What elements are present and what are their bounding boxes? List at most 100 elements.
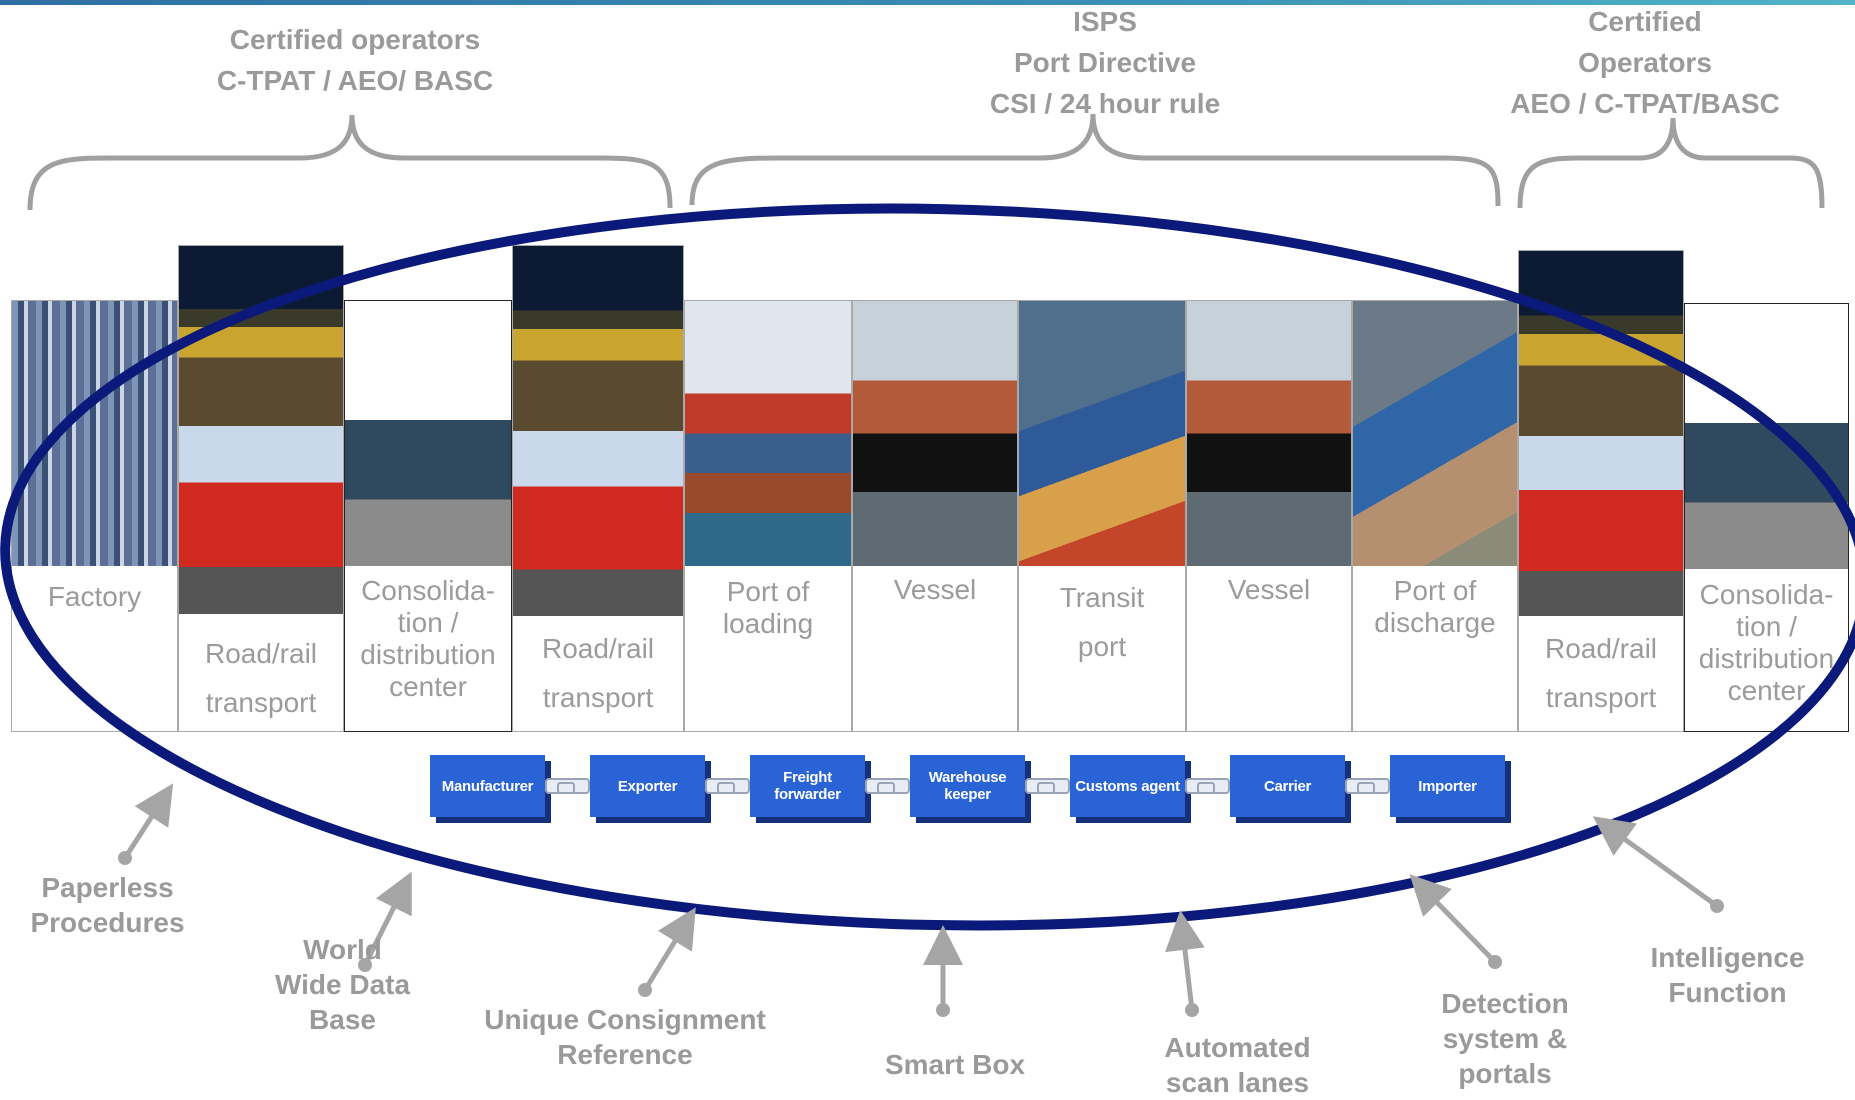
stage-road-rail-2: Road/rail transport bbox=[512, 245, 684, 732]
consolidation-1-line-2: tion / bbox=[397, 607, 459, 638]
arrow-worldwide-dot bbox=[358, 958, 372, 972]
arrow-scan-lanes-dot bbox=[1185, 1003, 1199, 1017]
container-ship-photo-1 bbox=[853, 301, 1017, 566]
header-middle-line-2: Port Directive bbox=[1013, 47, 1197, 78]
consolidation-1-line-4: center bbox=[389, 671, 467, 702]
header-right-line-1: Certified bbox=[1588, 6, 1702, 37]
truck-photo-2 bbox=[513, 431, 683, 616]
detection-line-3: portals bbox=[1458, 1058, 1552, 1089]
arrow-smart-box-dot bbox=[936, 1003, 950, 1017]
factory-photo bbox=[12, 301, 177, 566]
chain-customs-agent: Customs agent bbox=[1070, 755, 1185, 817]
consolidation-label-2: Consolida- tion / distribution center bbox=[1685, 579, 1848, 707]
port-loading-line-2: loading bbox=[722, 608, 814, 639]
transit-line-1: Transit bbox=[1059, 582, 1145, 613]
intelligence-line-2: Function bbox=[1668, 977, 1787, 1008]
port-of-discharge-label: Port of discharge bbox=[1353, 575, 1517, 639]
chain-importer: Importer bbox=[1390, 755, 1505, 817]
consolidation-label-1: Consolida- tion / distribution center bbox=[345, 575, 511, 703]
smart-box-line-1: Smart Box bbox=[884, 1049, 1026, 1080]
arrow-worldwide bbox=[362, 871, 412, 967]
intelligence-line-1: Intelligence bbox=[1650, 942, 1805, 973]
arrow-ucr bbox=[642, 907, 696, 992]
consolidation-2-line-3: distribution bbox=[1698, 643, 1835, 674]
label-world-wide-data-base: World Wide Data Base bbox=[255, 932, 430, 1037]
chain-link-2 bbox=[705, 778, 750, 794]
road-rail-3-line-2: transport bbox=[1545, 682, 1657, 713]
chain-carrier: Carrier bbox=[1230, 755, 1345, 817]
header-middle-line-1: ISPS bbox=[1073, 6, 1137, 37]
stage-road-rail-1: Road/rail transport bbox=[178, 245, 344, 732]
container-ship-photo-2 bbox=[1187, 301, 1351, 566]
arrow-ucr-dot bbox=[638, 983, 652, 997]
consolidation-2-line-1: Consolida- bbox=[1699, 579, 1834, 610]
stage-consolidation-1: Consolida- tion / distribution center bbox=[344, 300, 512, 732]
security-ellipse bbox=[0, 203, 1855, 931]
stage-consolidation-2: Consolida- tion / distribution center bbox=[1684, 303, 1849, 732]
detection-line-2: system & bbox=[1442, 1023, 1568, 1054]
paperless-line-2: Procedures bbox=[30, 907, 185, 938]
label-detection-system-portals: Detection system & portals bbox=[1420, 986, 1590, 1091]
header-left-line-1: Certified operators bbox=[229, 24, 481, 55]
road-rail-label-2: Road/rail transport bbox=[513, 624, 683, 722]
label-intelligence-function: Intelligence Function bbox=[1630, 940, 1825, 1010]
port-loading-line-1: Port of bbox=[726, 576, 810, 607]
header-left-line-2: C-TPAT / AEO/ BASC bbox=[216, 65, 494, 96]
truck-photo-3 bbox=[1519, 436, 1683, 616]
chain-link-3 bbox=[865, 778, 910, 794]
header-middle: ISPS Port Directive CSI / 24 hour rule bbox=[955, 1, 1255, 124]
right-brace bbox=[1517, 117, 1825, 209]
top-accent-bar bbox=[0, 0, 1855, 5]
truck-photo-1 bbox=[179, 426, 343, 614]
worldwide-line-2: Wide Data bbox=[274, 969, 411, 1000]
port-of-loading-label: Port of loading bbox=[685, 576, 851, 640]
arrow-detection bbox=[1409, 874, 1497, 964]
vessel-2-line-1: Vessel bbox=[1227, 574, 1311, 605]
detection-line-1: Detection bbox=[1441, 988, 1569, 1019]
vessel-label-2: Vessel bbox=[1187, 574, 1351, 606]
road-rail-3-line-1: Road/rail bbox=[1544, 633, 1658, 664]
chain-warehouse-keeper: Warehouse keeper bbox=[910, 755, 1025, 817]
stage-port-of-loading: Port of loading bbox=[684, 300, 852, 732]
stage-transit-port: Transit port bbox=[1018, 300, 1186, 732]
left-brace bbox=[27, 114, 673, 211]
port-discharge-line-1: Port of bbox=[1393, 575, 1477, 606]
consolidation-1-line-3: distribution bbox=[360, 639, 496, 670]
train-photo-2 bbox=[513, 246, 683, 431]
stage-port-of-discharge: Port of discharge bbox=[1352, 300, 1518, 732]
consolidation-1-line-1: Consolida- bbox=[361, 575, 495, 606]
stage-vessel-2: Vessel bbox=[1186, 300, 1352, 732]
label-automated-scan-lanes: Automated scan lanes bbox=[1140, 1030, 1335, 1100]
scan-lanes-line-2: scan lanes bbox=[1165, 1067, 1310, 1098]
ucr-line-1: Unique Consignment bbox=[484, 1004, 766, 1035]
stage-factory: Factory bbox=[11, 300, 178, 732]
vessel-label-1: Vessel bbox=[853, 574, 1017, 606]
header-left: Certified operators C-TPAT / AEO/ BASC bbox=[190, 19, 520, 101]
transit-port-aerial-photo bbox=[1019, 301, 1185, 566]
chain-link-5 bbox=[1185, 778, 1230, 794]
chain-exporter: Exporter bbox=[590, 755, 705, 817]
middle-brace bbox=[689, 113, 1501, 207]
arrow-paperless-dot bbox=[118, 851, 132, 865]
paperless-line-1: Paperless bbox=[41, 872, 174, 903]
header-right: Certified Operators AEO / C-TPAT/BASC bbox=[1490, 1, 1800, 124]
road-rail-label-1: Road/rail transport bbox=[179, 629, 343, 727]
discharge-port-aerial-photo bbox=[1353, 301, 1517, 566]
worldwide-line-3: Base bbox=[309, 1004, 376, 1035]
train-photo-3 bbox=[1519, 251, 1683, 436]
road-rail-2-line-2: transport bbox=[542, 682, 654, 713]
arrow-detection-dot bbox=[1488, 955, 1502, 969]
arrow-intelligence-dot bbox=[1710, 899, 1724, 913]
chain-link-6 bbox=[1345, 778, 1390, 794]
arrow-paperless bbox=[122, 783, 174, 860]
label-unique-consignment-reference: Unique Consignment Reference bbox=[470, 1002, 780, 1072]
road-rail-1-line-1: Road/rail bbox=[204, 638, 318, 669]
label-paperless-procedures: Paperless Procedures bbox=[15, 870, 200, 940]
factory-label-line-1: Factory bbox=[47, 581, 142, 612]
vessel-1-line-1: Vessel bbox=[893, 574, 977, 605]
road-rail-2-line-1: Road/rail bbox=[541, 633, 655, 664]
header-middle-line-3: CSI / 24 hour rule bbox=[989, 88, 1221, 119]
chain-link-1 bbox=[545, 778, 590, 794]
